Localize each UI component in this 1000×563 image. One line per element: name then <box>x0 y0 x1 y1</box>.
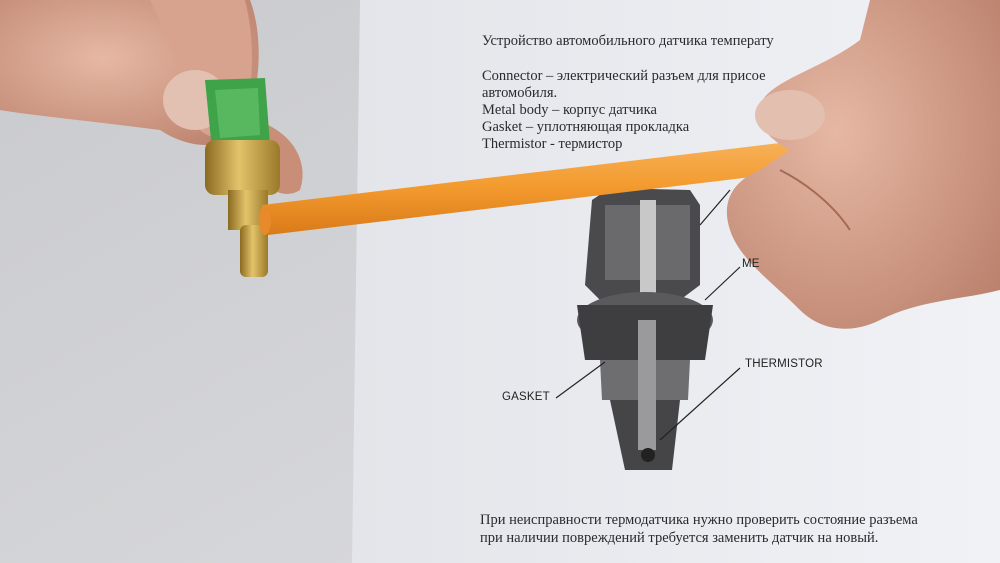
document-line: Connector – электрический разъем для при… <box>482 68 766 84</box>
document-line: автомобиля. <box>482 85 558 101</box>
document-footer-line: при наличии повреждений требуется замени… <box>480 530 879 546</box>
document-title: Устройство автомобильного датчика темпер… <box>482 33 774 49</box>
label-gasket: GASKET <box>502 391 550 403</box>
document-footer-line: При неисправности термодатчика нужно про… <box>480 512 918 528</box>
temperature-sensor <box>205 78 280 277</box>
pencil <box>259 140 810 235</box>
sensor-diagram <box>555 188 741 470</box>
document-line: Gasket – уплотняющая прокладка <box>482 119 690 135</box>
document-line: Thermistor - термистор <box>482 136 623 152</box>
document-line: Metal body – корпус датчика <box>482 102 657 118</box>
right-hand <box>726 0 1000 329</box>
label-metal-body: ME <box>742 258 760 270</box>
label-thermistor: THERMISTOR <box>745 358 823 370</box>
